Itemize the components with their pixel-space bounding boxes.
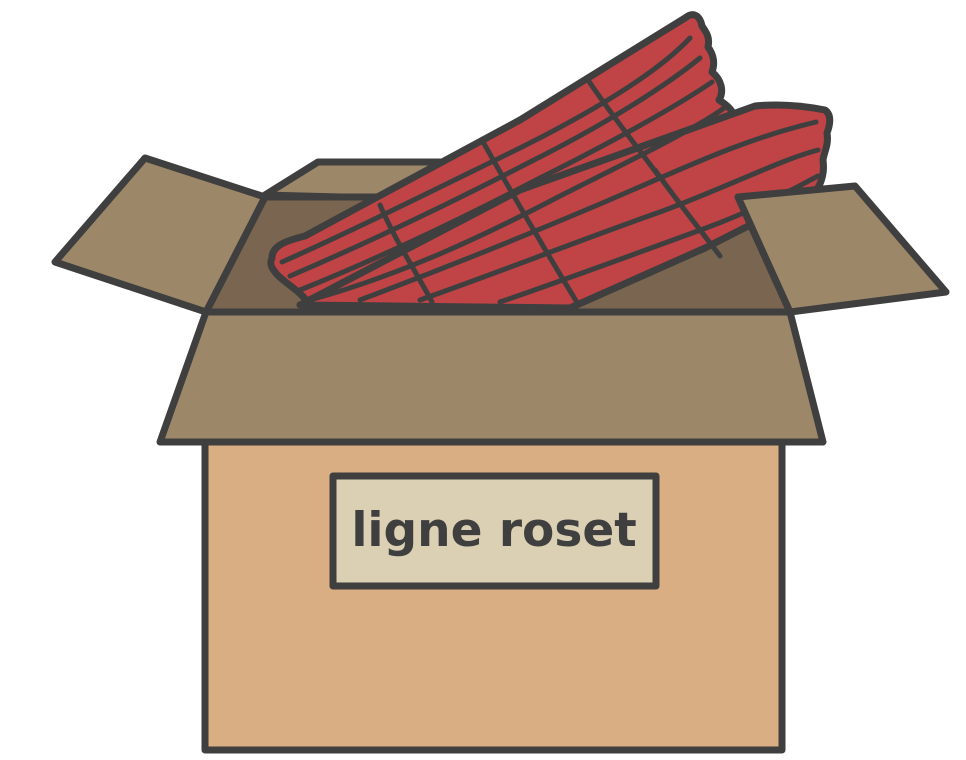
cushion-division	[479, 137, 581, 307]
box-label-plate	[329, 472, 660, 590]
folded-red-sofa	[267, 11, 834, 312]
cushion-seam	[279, 35, 693, 265]
cushion-division	[377, 202, 435, 305]
cushion-seam	[357, 119, 819, 303]
cushion-seam	[307, 105, 727, 303]
box-label-text: ligne roset	[351, 503, 636, 558]
box-label: ligne roset	[329, 472, 660, 590]
box-right-flap	[734, 182, 950, 316]
box-front-flap	[156, 308, 827, 446]
cushion-seam	[297, 79, 715, 293]
cushion-division	[652, 167, 723, 259]
cushion-seam	[417, 147, 821, 303]
box-left-flap	[51, 154, 269, 316]
cushion-seam	[287, 55, 703, 279]
